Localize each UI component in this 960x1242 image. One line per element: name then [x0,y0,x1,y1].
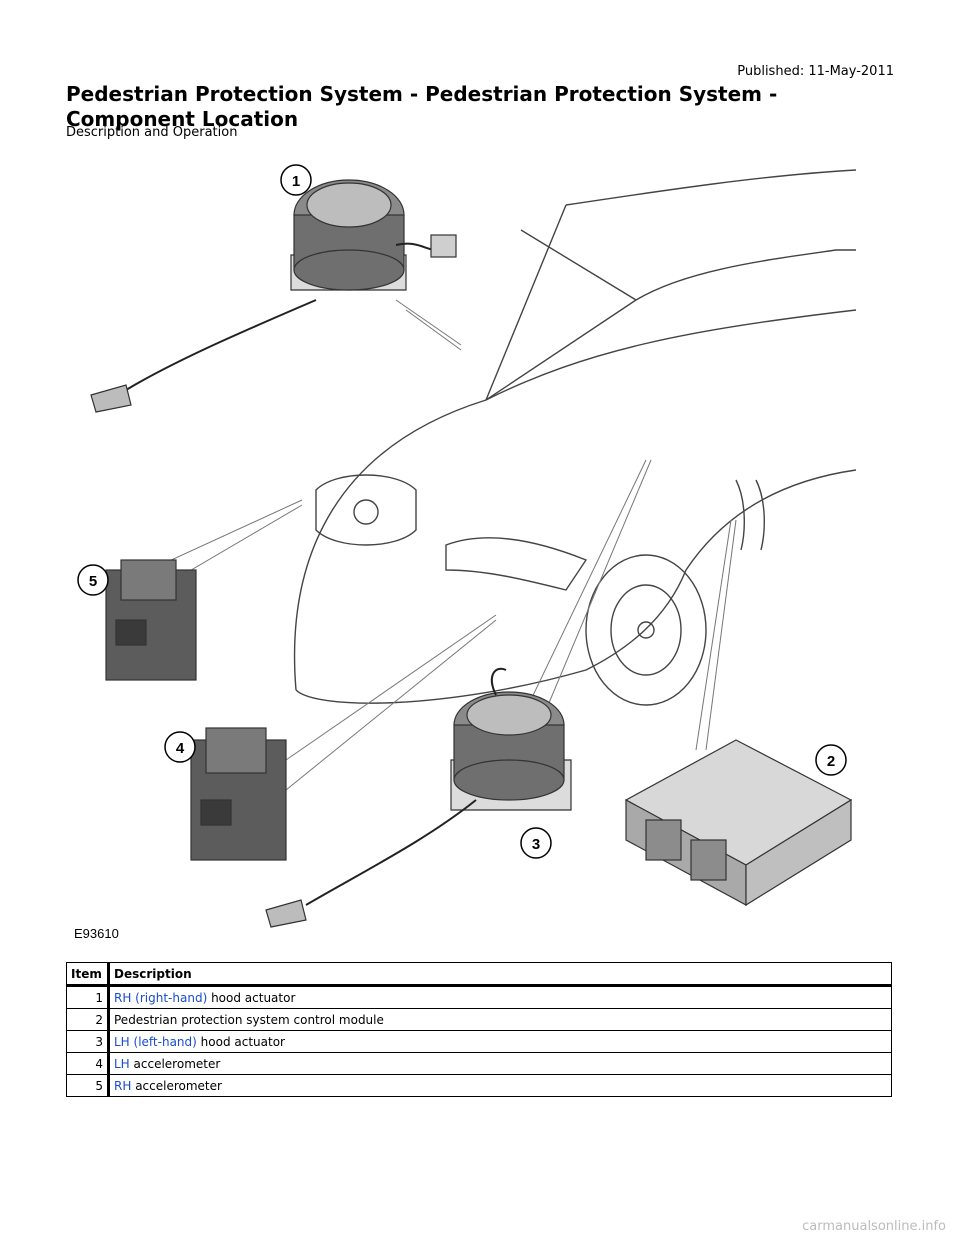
row-description: LH accelerometer [108,1052,892,1075]
callout-4: 4 [164,731,196,763]
callout-1: 1 [280,164,312,196]
row-item-number: 1 [66,985,110,1009]
row-item-number: 5 [66,1074,110,1097]
table-row: 3 LH (left-hand) hood actuator [66,1030,892,1053]
row-text: Pedestrian protection system control mod… [114,1012,384,1027]
row-description: RH accelerometer [108,1074,892,1097]
callout-5-label: 5 [89,573,97,590]
row-description: RH (right-hand) hood actuator [108,985,892,1009]
table-row: 2 Pedestrian protection system control m… [66,1008,892,1031]
page-subtitle: Description and Operation [66,125,238,140]
callout-3-label: 3 [532,836,540,853]
callout-2-label: 2 [827,753,835,770]
abbreviation-link[interactable]: RH [114,1078,132,1093]
abbreviation-link[interactable]: LH (left-hand) [114,1034,197,1049]
callout-1-label: 1 [292,173,300,190]
component-illustration: 1 2 3 4 5 E93610 [74,164,857,941]
table-header-row: Item Description [66,962,892,987]
row-text: accelerometer [131,1078,222,1093]
abbreviation-link[interactable]: RH (right-hand) [114,990,208,1005]
row-item-number: 2 [66,1008,110,1031]
row-text: accelerometer [129,1056,221,1071]
header-description: Description [108,962,892,987]
header-item: Item [66,962,110,987]
row-item-number: 4 [66,1052,110,1075]
row-text: hood actuator [207,990,296,1005]
page-title: Pedestrian Protection System - Pedestria… [66,82,778,131]
table-row: 4 LH accelerometer [66,1052,892,1075]
abbreviation-link[interactable]: LH [114,1056,130,1071]
callout-4-label: 4 [176,740,185,757]
watermark: carmanualsonline.info [802,1219,946,1234]
component-table: Item Description 1 RH (right-hand) hood … [66,962,892,1097]
table-row: 1 RH (right-hand) hood actuator [66,985,892,1009]
callout-3: 3 [520,827,552,859]
figure-code: E93610 [74,926,119,941]
row-description: Pedestrian protection system control mod… [108,1008,892,1031]
callout-2: 2 [815,744,847,776]
row-text: hood actuator [196,1034,285,1049]
row-description: LH (left-hand) hood actuator [108,1030,892,1053]
row-item-number: 3 [66,1030,110,1053]
published-date: Published: 11-May-2011 [737,64,894,79]
table-row: 5 RH accelerometer [66,1074,892,1097]
callout-5: 5 [77,564,109,596]
component-location-figure: 1 2 3 4 5 E93610 [66,150,896,950]
